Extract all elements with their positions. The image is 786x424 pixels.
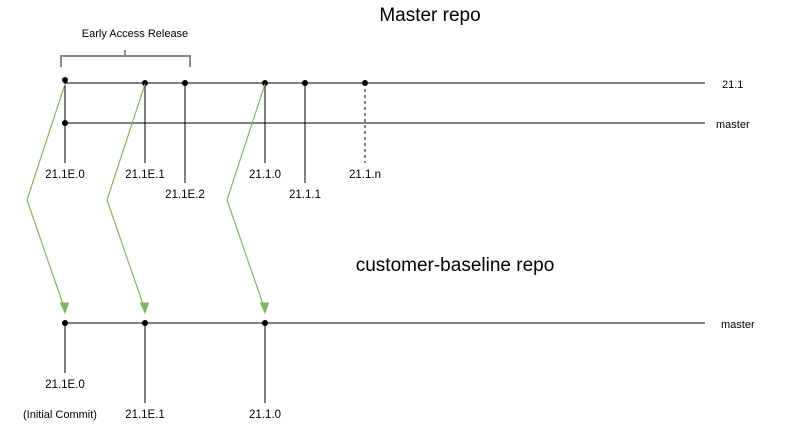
commit-dot-r1 (302, 80, 308, 86)
customer-tag-note-e0: (Initial Commit) (23, 409, 97, 421)
master-repo-title: Master repo (379, 5, 480, 26)
tag-label-r1: 21.1.1 (289, 189, 321, 201)
customer-tag-label-r0: 21.1.0 (249, 409, 281, 421)
commit-dot-e0 (62, 77, 68, 83)
commit-dot-e2 (182, 80, 188, 86)
tag-label-e0: 21.1E.0 (45, 169, 85, 181)
sync-arrow-r0 (226, 83, 266, 308)
tag-label-e2: 21.1E.2 (165, 189, 205, 201)
commit-dot-r0 (262, 80, 268, 86)
tag-label-e1: 21.1E.1 (125, 169, 165, 181)
customer-repo-title: customer-baseline repo (356, 255, 555, 276)
tag-label-r0: 21.1.0 (249, 169, 281, 181)
early-access-label: Early Access Release (82, 28, 188, 40)
commit-dot-e1 (142, 80, 148, 86)
sync-arrowhead-e0 (59, 302, 70, 315)
customer-master-label: master (721, 319, 755, 331)
tag-label-rn: 21.1.n (349, 169, 381, 181)
customer-commit-dot-r0 (262, 320, 268, 326)
sync-arrow-e1 (106, 83, 146, 308)
customer-tag-label-e0: 21.1E.0 (45, 379, 85, 391)
early-access-bracket (60, 50, 191, 67)
customer-tag-label-e1: 21.1E.1 (125, 409, 165, 421)
sync-arrow-e0 (26, 83, 66, 308)
master-branch-label: master (716, 119, 750, 131)
customer-commit-dot-e0 (62, 320, 68, 326)
branch-21-1-label: 21.1 (722, 79, 743, 91)
sync-arrowhead-e1 (139, 302, 150, 315)
commit-dot-master (62, 120, 68, 126)
commit-dot-rn (362, 80, 368, 86)
customer-commit-dot-e1 (142, 320, 148, 326)
sync-arrowhead-r0 (259, 302, 270, 315)
